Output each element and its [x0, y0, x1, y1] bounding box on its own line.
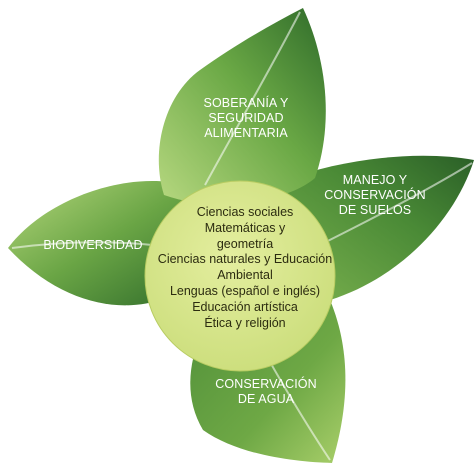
subject-line: Ciencias sociales	[196, 205, 294, 219]
label-line: BIODIVERSIDAD	[43, 238, 143, 252]
leaf-top	[158, 8, 326, 205]
leaf-top-vein	[204, 11, 301, 186]
label-line: CONSERVACIÓN	[324, 188, 426, 202]
subject-line: Ambiental	[217, 268, 273, 283]
label-line: DE AGUA	[237, 392, 295, 406]
label-agua: CONSERVACIÓN DE AGUA	[196, 377, 336, 407]
label-line: SEGURIDAD	[208, 111, 284, 125]
subject-line: Lenguas (español e inglés)	[169, 283, 321, 298]
subject-line: Ética y religión	[204, 315, 286, 330]
label-line: CONSERVACIÓN	[215, 377, 317, 391]
label-soberania: SOBERANÍA Y SEGURIDAD ALIMENTARIA	[176, 96, 316, 141]
label-line: SOBERANÍA Y	[203, 96, 289, 110]
center-subjects: Ciencias sociales Matemáticas y geometrí…	[140, 205, 350, 331]
label-suelos: MANEJO Y CONSERVACIÓN DE SUELOS	[300, 173, 450, 218]
subject-line: Ciencias naturales y Educación	[157, 252, 333, 267]
label-biodiversidad: BIODIVERSIDAD	[28, 238, 158, 253]
label-line: MANEJO Y	[342, 173, 408, 187]
subject-line: Matemáticas y	[204, 220, 286, 235]
center-circle	[144, 180, 336, 372]
subject-line: geometría	[216, 236, 274, 251]
subject-line: Educación artística	[192, 299, 298, 314]
label-line: DE SUELOS	[338, 203, 412, 217]
label-line: ALIMENTARIA	[204, 126, 288, 140]
